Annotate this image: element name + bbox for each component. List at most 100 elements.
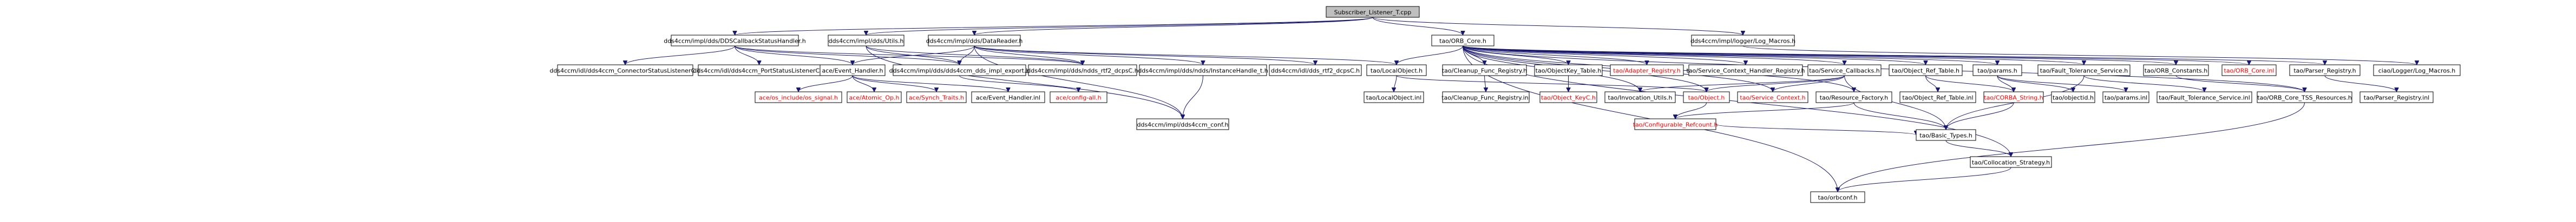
node-orb_core_tss_resources[interactable]: tao/ORB_Core_TSS_Resources.h <box>2257 91 2352 103</box>
node-orb_core[interactable]: tao/ORB_Core.h <box>1431 35 1495 46</box>
node-label-orb_core: tao/ORB_Core.h <box>1439 38 1486 45</box>
edge-object_ref_table_h-to-object_ref_table_inl <box>1925 75 1938 92</box>
node-dds4ccm_conf[interactable]: dds4ccm/impl/dds4ccm_conf.h <box>1136 118 1229 130</box>
edge-event_handler_h-to-os_signal <box>798 75 853 92</box>
node-atomic_op[interactable]: ace/Atomic_Op.h <box>847 91 902 103</box>
edge-configurable_refcount-to-basic_types <box>1715 124 1916 136</box>
node-label-fault_tolerance_service_inl: tao/Fault_Tolerance_Service.inl <box>2159 95 2250 102</box>
node-params_h[interactable]: tao/params.h <box>1972 64 2022 76</box>
node-box-service_context <box>1737 91 1808 103</box>
edge-event_handler_h-to-event_handler_inl <box>852 75 1008 92</box>
node-logger_macros[interactable]: dds4ccm/impl/logger/Log_Macros.h <box>1690 35 1795 46</box>
node-event_handler_h[interactable]: ace/Event_Handler.h <box>820 64 886 76</box>
node-adapter_registry[interactable]: tao/Adapter_Registry.h <box>1610 64 1684 76</box>
node-logger_log_macros[interactable]: ciao/Logger/Log_Macros.h <box>2373 64 2461 76</box>
node-objectid[interactable]: tao/objectid.h <box>2051 91 2095 103</box>
node-label-objectkey_table: tao/ObjectKey_Table.h <box>1536 68 1602 75</box>
node-label-datareader: dds4ccm/impl/dds/DataReader.h <box>926 38 1023 45</box>
node-service_callbacks[interactable]: tao/Service_Callbacks.h <box>1807 64 1882 76</box>
node-parser_registry_inl[interactable]: tao/Parser_Registry.inl <box>2359 91 2434 103</box>
node-box-orbconf <box>1810 191 1865 203</box>
node-synch_traits[interactable]: ace/Synch_Traits.h <box>906 91 967 103</box>
edge-corba_string-to-basic_types <box>1946 102 2014 130</box>
edge-dds_callback_status-to-dds_impl_export <box>735 45 960 65</box>
node-box-configurable_refcount <box>1634 118 1716 130</box>
node-params_inl[interactable]: tao/params.inl <box>2102 91 2149 103</box>
node-label-resource_factory: tao/Resource_Factory.h <box>1820 95 1889 102</box>
node-cleanup_func_registry_h[interactable]: tao/Cleanup_Func_Registry.h <box>1442 64 1527 76</box>
edge-orb_core-to-orb_core_inl <box>1463 45 2250 65</box>
edge-datareader-to-dds4ccm_conf <box>974 45 1183 119</box>
node-config_all[interactable]: ace/config-all.h <box>1050 91 1107 103</box>
node-box-params_inl <box>2102 91 2149 103</box>
node-configurable_refcount[interactable]: tao/Configurable_Refcount.h <box>1633 118 1718 130</box>
node-os_signal[interactable]: ace/os_include/os_signal.h <box>755 91 842 103</box>
edge-datareader-to-ndds_rtf2 <box>974 45 1083 65</box>
node-label-service_context: tao/Service_Context.h <box>1740 95 1805 102</box>
node-dds_impl_export[interactable]: dds4ccm/impl/dds/dds4ccm_dds_impl_export… <box>889 64 1030 76</box>
node-cleanup_func_registry_inl[interactable]: tao/Cleanup_Func_Registry.inl <box>1441 91 1530 103</box>
edge-object_h-to-configurable_refcount <box>1675 102 1707 119</box>
node-orb_constants[interactable]: tao/ORB_Constants.h <box>2143 64 2209 76</box>
node-label-synch_traits: ace/Synch_Traits.h <box>909 95 964 102</box>
node-event_handler_inl[interactable]: ace/Event_Handler.inl <box>971 91 1045 103</box>
edge-fault_tolerance_service_h-to-fault_tolerance_service_inl <box>2083 75 2205 92</box>
edge-resource_factory-to-configurable_refcount <box>1675 102 1854 119</box>
node-fault_tolerance_service_h[interactable]: tao/Fault_Tolerance_Service.h <box>2037 64 2131 76</box>
node-label-parser_registry_inl: tao/Parser_Registry.inl <box>2364 95 2429 102</box>
node-collocation_strategy[interactable]: tao/Collocation_Strategy.h <box>1970 156 2052 168</box>
node-object_ref_table_h[interactable]: tao/Object_Ref_Table.h <box>1889 64 1963 76</box>
node-service_context[interactable]: tao/Service_Context.h <box>1737 91 1808 103</box>
node-box-ndds_rtf2 <box>1028 64 1137 76</box>
node-object_h[interactable]: tao/Object.h <box>1683 91 1730 103</box>
node-basic_types[interactable]: tao/Basic_Types.h <box>1916 129 1976 141</box>
node-label-corba_string: tao/CORBA_String.h <box>1984 95 2043 102</box>
node-objectkey_table[interactable]: tao/ObjectKey_Table.h <box>1534 64 1603 76</box>
edge-utils-to-ndds_rtf2 <box>866 45 1083 65</box>
node-box-idl_rtf2 <box>1269 64 1362 76</box>
node-label-cleanup_func_registry_inl: tao/Cleanup_Func_Registry.inl <box>1441 95 1530 102</box>
node-label-dds4ccm_conf: dds4ccm/impl/dds4ccm_conf.h <box>1137 122 1228 129</box>
edge-event_handler_h-to-synch_traits <box>852 75 936 92</box>
node-corba_string[interactable]: tao/CORBA_String.h <box>1983 91 2044 103</box>
node-box-fault_tolerance_service_inl <box>2157 91 2252 103</box>
node-local_object_h[interactable]: tao/LocalObject.h <box>1366 64 1427 76</box>
node-orbconf[interactable]: tao/orbconf.h <box>1810 191 1865 203</box>
node-object_keyc[interactable]: tao/Object_KeyC.h <box>1539 91 1597 103</box>
node-box-params_h <box>1972 64 2022 76</box>
edge-parser_registry_h-to-parser_registry_inl <box>2324 75 2397 92</box>
node-utils[interactable]: dds4ccm/impl/dds/Utils.h <box>828 35 904 46</box>
node-parser_registry_h[interactable]: tao/Parser_Registry.h <box>2289 64 2361 76</box>
edge-params_h-to-params_inl <box>1997 75 2126 92</box>
node-object_ref_table_inl[interactable]: tao/Object_Ref_Table.inl <box>1899 91 1976 103</box>
node-ndds_rtf2[interactable]: dds4ccm/impl/dds/ndds_rtf2_dcpsC.h <box>1027 64 1138 76</box>
edge-resource_factory-to-basic_types <box>1853 102 1946 130</box>
node-fault_tolerance_service_inl[interactable]: tao/Fault_Tolerance_Service.inl <box>2157 91 2252 103</box>
edge-orb_core-to-fault_tolerance_service_h <box>1463 45 2085 65</box>
node-root[interactable]: Subscriber_Listener_T.cpp <box>1326 6 1420 18</box>
node-dds_callback_status[interactable]: dds4ccm/impl/dds/DDSCallbackStatusHandle… <box>664 35 806 46</box>
edge-root-to-orb_core <box>1372 17 1463 36</box>
node-orb_core_inl[interactable]: tao/ORB_Core.inl <box>2221 64 2277 76</box>
node-label-service_callbacks: tao/Service_Callbacks.h <box>1809 68 1880 75</box>
edge-root-to-dds_callback_status <box>735 17 1373 36</box>
node-box-atomic_op <box>847 91 902 103</box>
node-port_status_listener[interactable]: dds4ccm/idl/dds4ccm_PortStatusListenerC.… <box>693 64 825 76</box>
node-conn_status_listener[interactable]: dds4ccm/idl/dds4ccm_ConnectorStatusListe… <box>549 64 701 76</box>
node-datareader[interactable]: dds4ccm/impl/dds/DataReader.h <box>926 35 1023 46</box>
node-idl_rtf2[interactable]: dds4ccm/idl/dds_rtf2_dcpsC.h <box>1269 64 1362 76</box>
node-local_object_inl[interactable]: tao/LocalObject.inl <box>1364 91 1424 103</box>
node-instance_handle[interactable]: dds4ccm/impl/dds/ndds/InstanceHandle_t.h <box>1138 64 1268 76</box>
edge-orb_core-to-orb_core_tss_resources <box>1463 45 2305 92</box>
edge-params_h-to-objectid <box>1997 75 2073 92</box>
edge-dds_impl_export-to-config_all <box>959 75 1079 92</box>
node-resource_factory[interactable]: tao/Resource_Factory.h <box>1815 91 1892 103</box>
node-invocation_utils[interactable]: tao/Invocation_Utils.h <box>1604 91 1676 103</box>
node-label-logger_log_macros: ciao/Logger/Log_Macros.h <box>2378 68 2456 75</box>
edge-object_ref_table_h-to-corba_string <box>1925 75 2014 92</box>
node-label-config_all: ace/config-all.h <box>1056 95 1101 102</box>
node-label-object_h: tao/Object.h <box>1688 95 1725 102</box>
edge-root-to-utils <box>866 17 1373 36</box>
node-service_ctx_handler_registry[interactable]: tao/Service_Context_Handler_Registry.h <box>1687 64 1805 76</box>
node-box-corba_string <box>1983 91 2044 103</box>
